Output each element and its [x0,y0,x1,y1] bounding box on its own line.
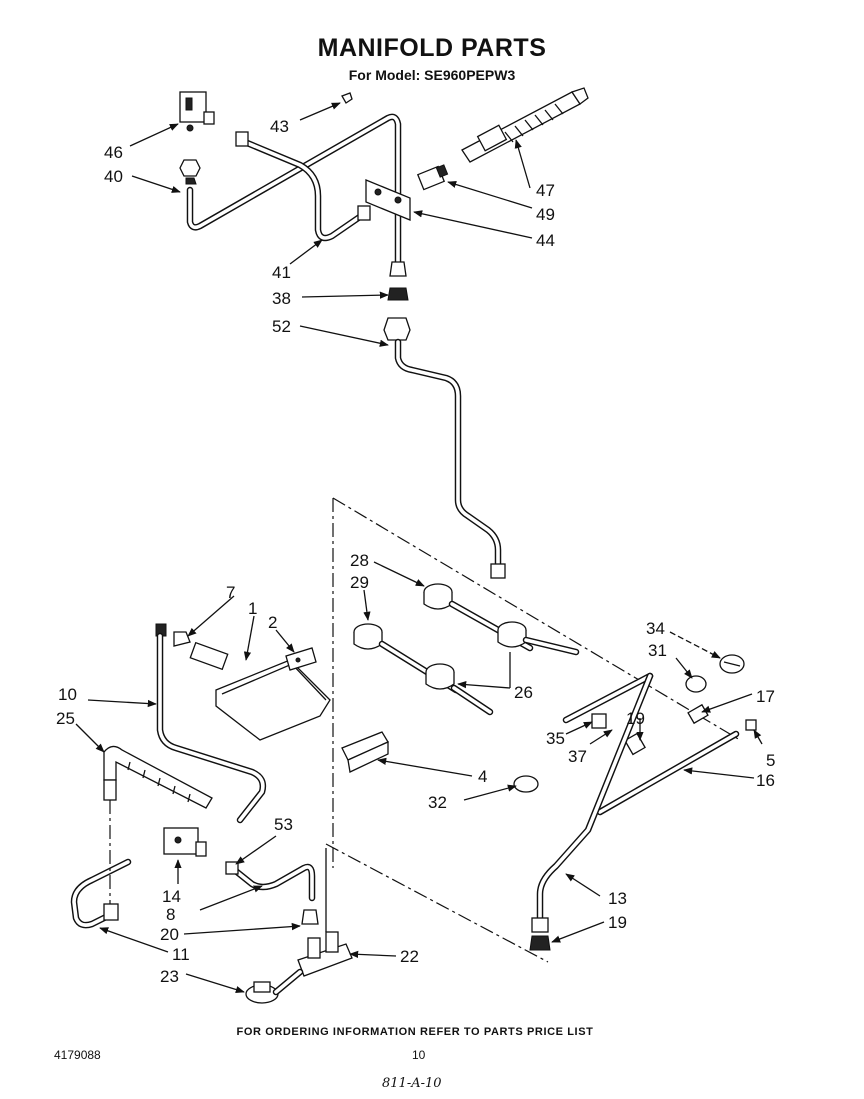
fitting-7 [155,623,191,647]
bracket-2 [285,647,317,671]
cooktop-outline [325,497,741,963]
callout-29: 29 [350,573,369,592]
callout-20: 20 [160,925,179,944]
callout-13: 13 [608,889,627,908]
callout-49: 49 [536,205,555,224]
callout-8: 8 [166,905,175,924]
pipe-8 [225,861,316,902]
model-subtitle: For Model: SE960PEPW3 [348,67,516,83]
oven-burner-1 [189,641,331,741]
callout-25: 25 [56,709,75,728]
tube-fitting [235,131,249,147]
callout-1: 1 [248,599,257,618]
callout-38: 38 [272,289,291,308]
callout-28: 28 [350,551,369,570]
bracket-4 [341,731,389,773]
broiler-burner-47 [461,87,589,163]
callout-35: 35 [546,729,565,748]
clip-43 [341,92,353,104]
thermostat-14 [163,827,207,857]
surface-burner-rear-right [497,621,580,656]
regulator-23 [245,968,304,1004]
callout-47: 47 [536,181,555,200]
callout-53: 53 [274,815,293,834]
leader-lines [75,102,763,994]
manifold-bar-16 [562,672,757,816]
page-title: MANIFOLD PARTS [317,34,547,62]
broil-burner-25 [103,745,213,809]
handwritten-code: 811-A-10 [382,1076,442,1091]
fitting-52 [383,317,411,341]
callout-40: 40 [104,167,123,186]
tube-fitting-41 [357,205,371,221]
callout-23: 23 [160,967,179,986]
bracket-44 [365,179,411,221]
oven-pipe-10 [156,632,267,824]
valve-46 [179,91,215,132]
callout-22: 22 [400,947,419,966]
callout-19-lower: 19 [608,913,627,932]
callout-31: 31 [648,641,667,660]
callout-37: 37 [568,747,587,766]
callout-14: 14 [162,887,181,906]
callout-17: 17 [756,687,775,706]
callout-26: 26 [514,683,533,702]
callout-44: 44 [536,231,555,250]
callout-52: 52 [272,317,291,336]
callout-32: 32 [428,793,447,812]
upper-manifold-tubing [186,113,402,272]
page-number: 10 [412,1048,426,1062]
knob-31 [685,675,707,693]
callout-11: 11 [172,945,190,964]
callout-4: 4 [478,767,487,786]
surface-burner-26 [425,663,494,716]
pipe-11 [70,858,132,929]
orifice-49 [416,164,449,191]
callout-10: 10 [58,685,77,704]
callout-16: 16 [756,771,775,790]
callout-7: 7 [226,583,235,602]
knob-34 [719,654,745,674]
callout-5: 5 [766,751,775,770]
callout-34: 34 [646,619,665,638]
gas-line-13 [529,672,654,951]
callout-41: 41 [272,263,291,282]
callout-19-upper: 19 [626,709,645,728]
callout-2: 2 [268,613,277,632]
document-number: 4179088 [54,1048,101,1062]
callout-43: 43 [270,117,289,136]
callout-labels: 1 2 4 5 7 8 10 11 13 14 16 17 19 19 20 2… [56,117,775,986]
callout-46: 46 [104,143,123,162]
nut-40 [179,159,201,185]
knob-32 [513,775,539,793]
ordering-info-note: FOR ORDERING INFORMATION REFER TO PARTS … [236,1026,594,1038]
fitting-38 [387,261,409,301]
valve-22 [297,848,353,977]
main-supply-pipe [394,338,506,579]
